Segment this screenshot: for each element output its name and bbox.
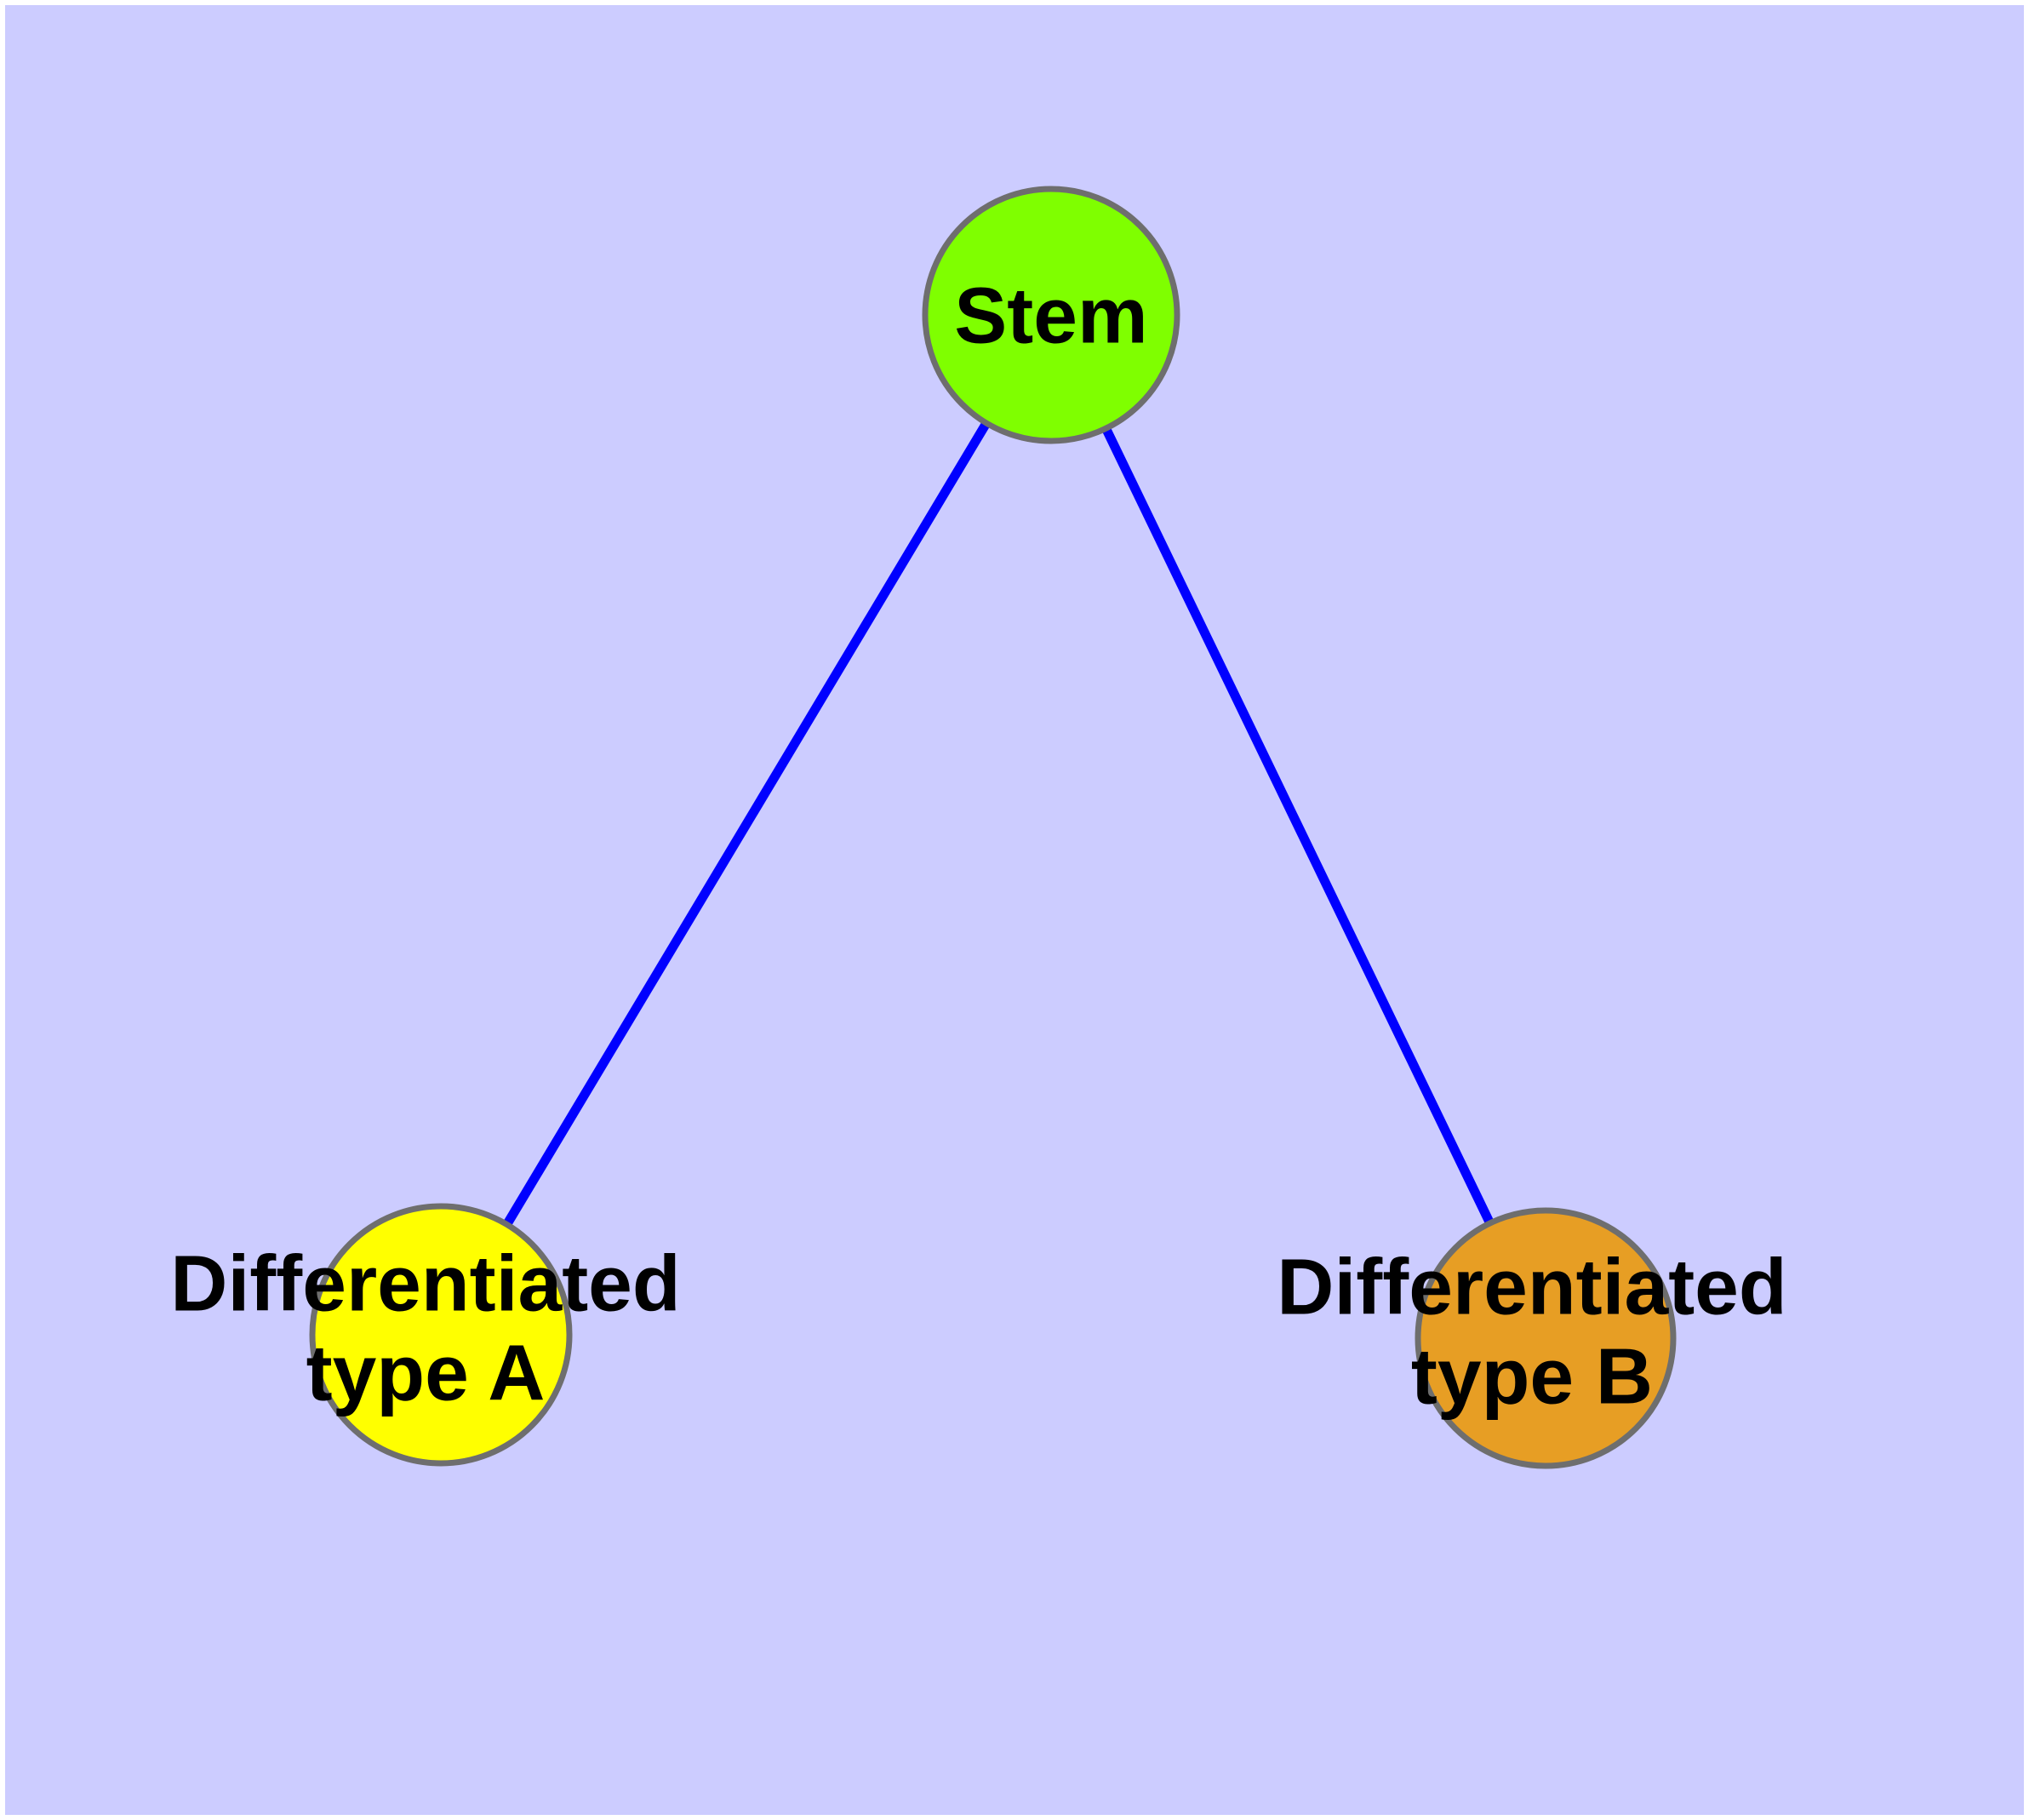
label-layer: Stem Differentiated type A Differentiate… xyxy=(170,272,1786,1421)
edge-stem-to-differentiated-type-b[interactable] xyxy=(1047,312,1550,1341)
node-stem[interactable] xyxy=(922,186,1180,444)
node-label-differentiated-type-a-line1: Differentiated xyxy=(170,1239,680,1328)
node-label-differentiated-type-b-line1: Differentiated xyxy=(1277,1243,1786,1331)
node-label-differentiated-type-a-line2: type A xyxy=(306,1329,546,1417)
node-label-stem: Stem xyxy=(954,272,1147,360)
node-label-differentiated-type-b-line2: type B xyxy=(1411,1332,1653,1421)
node-layer xyxy=(309,186,1677,1469)
node-differentiated-type-b[interactable] xyxy=(1415,1207,1677,1469)
edge-stem-to-differentiated-type-a[interactable] xyxy=(437,312,1055,1337)
edge-layer xyxy=(437,312,1550,1341)
node-differentiated-type-a[interactable] xyxy=(309,1203,573,1467)
